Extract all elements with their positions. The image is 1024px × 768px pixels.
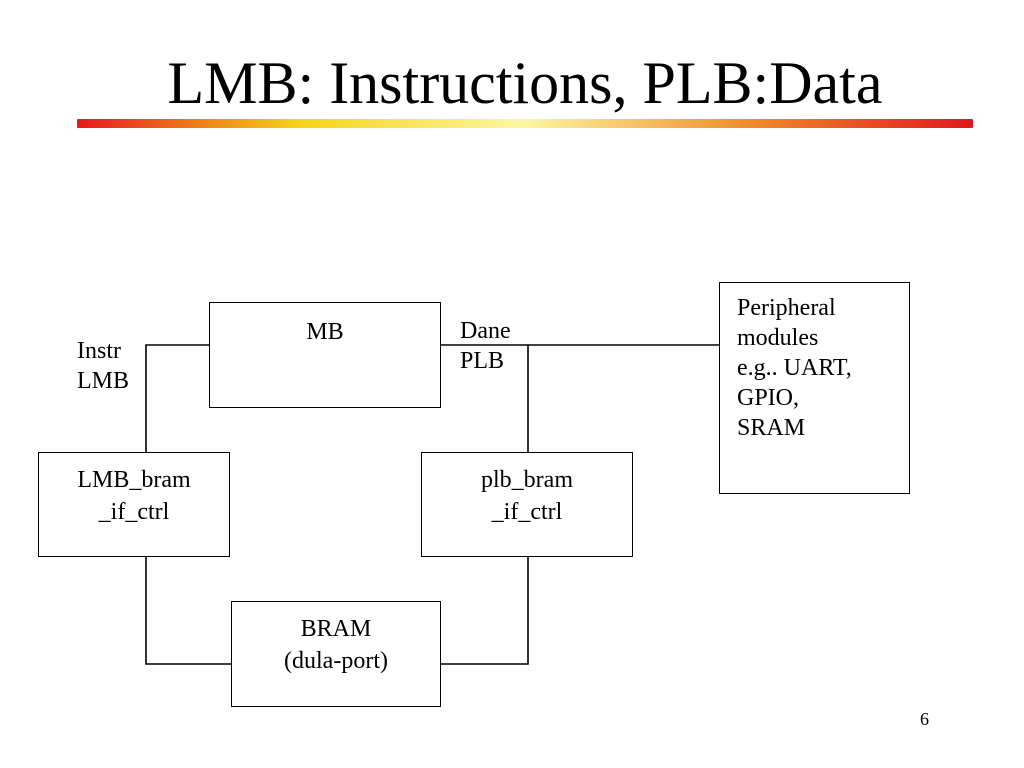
title-underline-bar (77, 119, 973, 128)
instr-lmb-label: Instr LMB (77, 338, 130, 394)
peripheral-modules-label: Peripheral modules e.g.. UART, GPIO, SRA… (737, 295, 852, 441)
bram-label: BRAM (dula-port) (284, 616, 388, 674)
plb-bram-if-ctrl-box: plb_bram _if_ctrl (421, 452, 633, 557)
connector-plb-bram-to-bram (441, 556, 529, 665)
dane-plb-label: Dane PLB (460, 318, 511, 374)
connector-lmb-bram-to-bram (145, 556, 231, 665)
lmb-bram-if-ctrl-label: LMB_bram _if_ctrl (77, 467, 191, 525)
connector-instr-lmb (145, 344, 209, 453)
slide-title: LMB: Instructions, PLB:Data (167, 50, 883, 116)
mb-label: MB (306, 319, 344, 345)
lmb-bram-if-ctrl-box: LMB_bram _if_ctrl (38, 452, 230, 557)
page-number: 6 (920, 709, 929, 729)
bram-box: BRAM (dula-port) (231, 601, 441, 707)
peripheral-modules-box: Peripheral modules e.g.. UART, GPIO, SRA… (719, 282, 910, 494)
mb-box: MB (209, 302, 441, 408)
plb-bram-if-ctrl-label: plb_bram _if_ctrl (481, 467, 573, 525)
